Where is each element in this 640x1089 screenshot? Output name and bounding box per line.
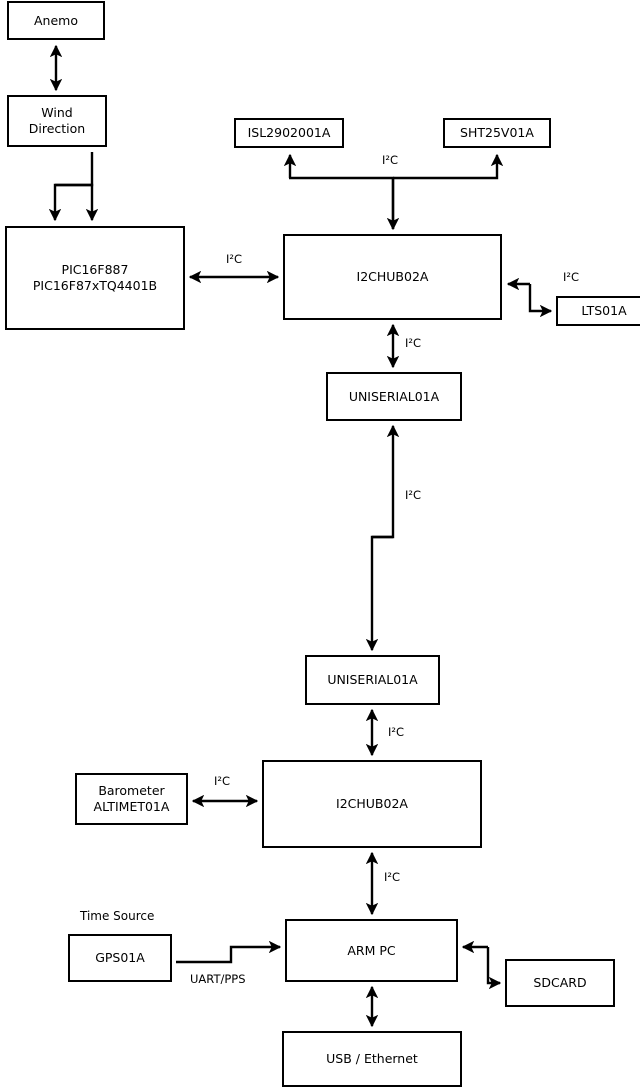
- node-sht25v01a[interactable]: SHT25V01A: [443, 118, 551, 148]
- node-i2chub02a-top[interactable]: I2CHUB02A: [283, 234, 502, 320]
- node-uniserial01a-lower[interactable]: UNISERIAL01A: [305, 655, 440, 705]
- node-i2chub02a-bottom[interactable]: I2CHUB02A: [262, 760, 482, 848]
- edge-label-hub-lts-i2c: I²C: [563, 270, 580, 284]
- edge-label-gps-armpc-uart-pps: UART/PPS: [190, 972, 246, 986]
- node-lts01a[interactable]: LTS01A: [556, 296, 640, 326]
- edge-label-barometer-hub-i2c: I²C: [214, 774, 231, 788]
- edge-label-hub-uniserial-i2c: I²C: [405, 336, 422, 350]
- connector-wind-pic: [48, 152, 94, 222]
- connector-bus-sht: [393, 153, 504, 180]
- connector-uniserialup-link: [372, 424, 400, 539]
- node-anemo[interactable]: Anemo: [7, 1, 105, 40]
- edge-label-pic-hub-i2c: I²C: [226, 252, 243, 266]
- edge-label-isl-sht-i2c: I²C: [382, 153, 399, 167]
- node-pic-microcontroller[interactable]: PIC16F887 PIC16F87xTQ4401B: [5, 226, 185, 330]
- connector-wind-pic-down: [55, 183, 99, 222]
- node-sdcard[interactable]: SDCARD: [505, 959, 615, 1007]
- connector-hubtop-bus: [289, 176, 395, 229]
- connector-gps-armpc: [176, 940, 282, 964]
- node-usb-ethernet[interactable]: USB / Ethernet: [282, 1031, 462, 1087]
- connector-armpc-sdcard-in: [486, 947, 502, 990]
- node-gps01a[interactable]: GPS01A: [68, 934, 172, 982]
- edge-label-uniserial-uniserial-i2c: I²C: [405, 488, 422, 502]
- node-uniserial01a-upper[interactable]: UNISERIAL01A: [326, 372, 462, 421]
- edge-label-uniserial-hub-i2c: I²C: [388, 725, 405, 739]
- node-isl2902001a[interactable]: ISL2902001A: [234, 118, 344, 148]
- edge-label-hub-armpc-i2c: I²C: [384, 870, 401, 884]
- node-barometer-altimet01a[interactable]: Barometer ALTIMET01A: [75, 773, 188, 825]
- connector-hubtop-lts-in: [528, 284, 553, 318]
- node-arm-pc[interactable]: ARM PC: [285, 919, 458, 982]
- label-time-source: Time Source: [80, 909, 155, 923]
- connector-uniserialdn-link: [365, 535, 393, 652]
- node-wind-direction[interactable]: Wind Direction: [7, 95, 107, 147]
